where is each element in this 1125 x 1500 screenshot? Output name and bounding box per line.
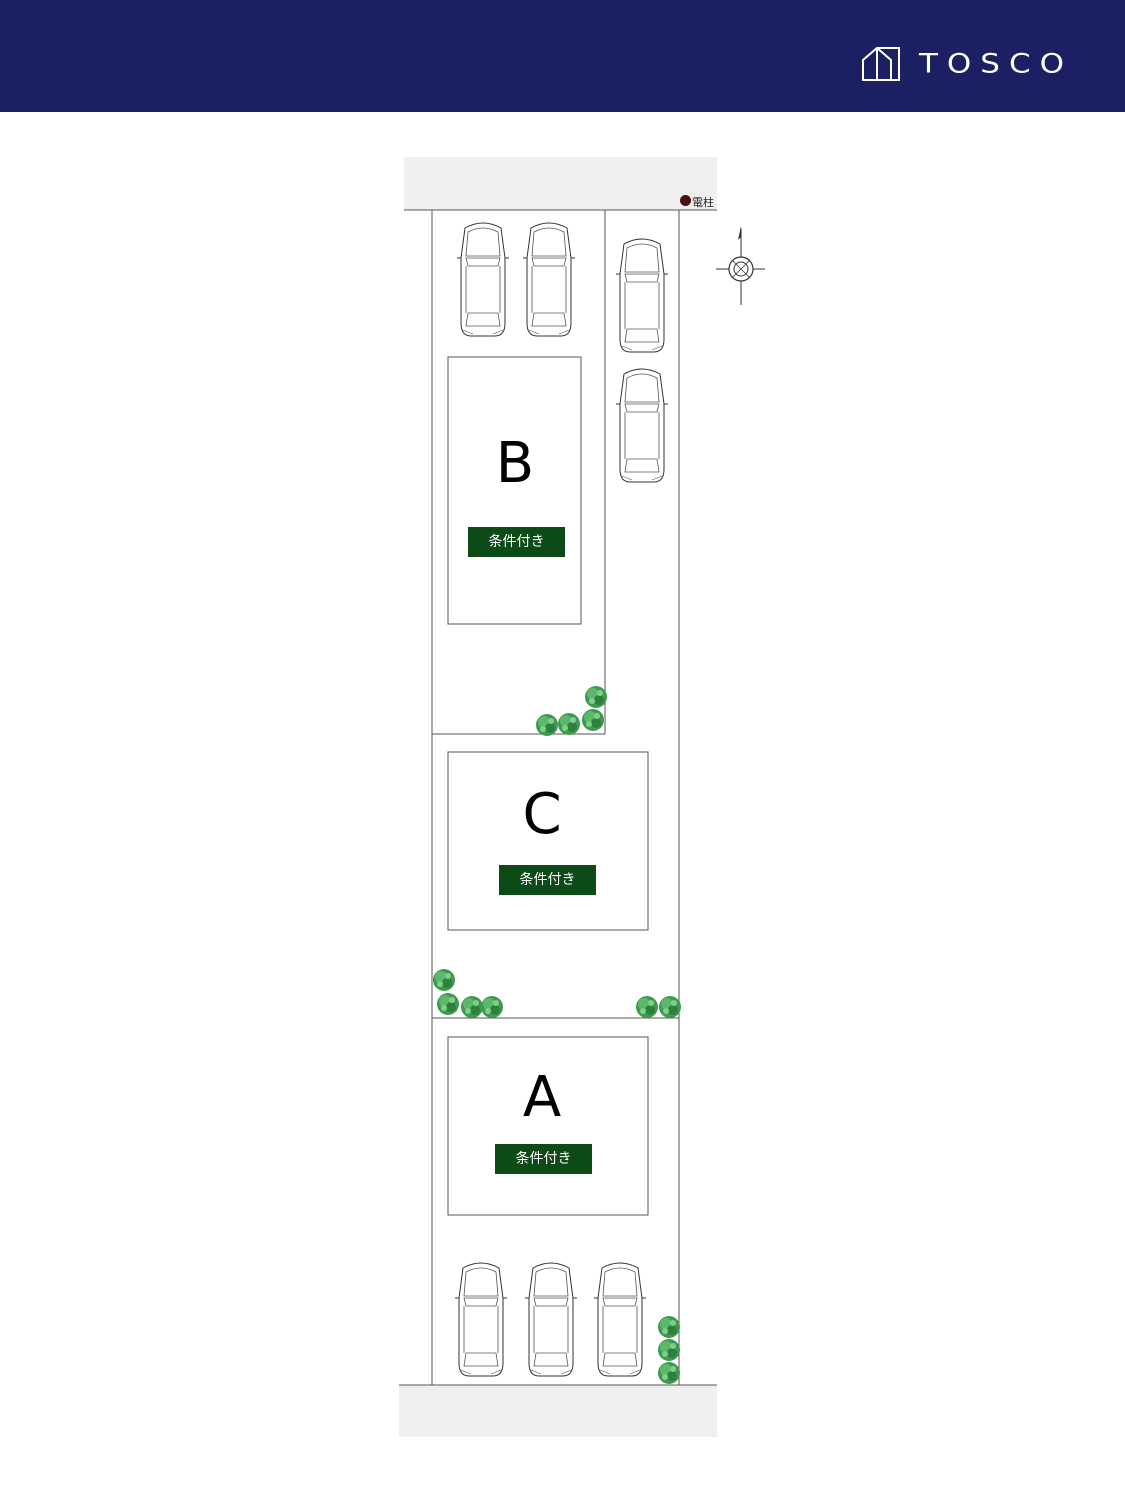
house-outline-icon (861, 46, 900, 81)
shrub (659, 996, 681, 1018)
utility-pole-label: 電柱 (692, 196, 714, 209)
utility-pole-marker (680, 195, 691, 206)
road-north (404, 157, 717, 210)
car-driveway-1 (615, 238, 669, 353)
shrub (481, 996, 503, 1018)
shrub (437, 993, 459, 1015)
car-driveway-2 (615, 368, 669, 483)
lot-c-badge: 条件付き (499, 865, 596, 895)
shrub (582, 709, 604, 731)
lot-c-label: C (522, 782, 562, 847)
lot-b-label: B (495, 431, 535, 496)
lot-b-badge: 条件付き (468, 527, 565, 557)
brand-logo[interactable]: TOSCO (861, 44, 1073, 84)
car-a-1 (454, 1262, 508, 1377)
lot-c-building (447, 751, 649, 931)
header-bar: TOSCO (0, 0, 1125, 112)
brand-name: TOSCO (918, 48, 1073, 80)
shrub (658, 1316, 680, 1338)
shrub (585, 686, 607, 708)
lot-a-label: A (522, 1065, 562, 1130)
car-b-1 (456, 222, 510, 337)
shrub (558, 713, 580, 735)
shrub (461, 996, 483, 1018)
shrub (433, 969, 455, 991)
shrub (536, 714, 558, 736)
road-south (399, 1385, 717, 1437)
car-a-2 (524, 1262, 578, 1377)
lot-b-building (447, 356, 582, 625)
lot-a-building (447, 1036, 649, 1216)
lot-a-badge: 条件付き (495, 1144, 592, 1174)
north-compass-icon (716, 226, 765, 305)
shrub (658, 1362, 680, 1384)
car-a-3 (593, 1262, 647, 1377)
shrub (636, 996, 658, 1018)
shrub (658, 1339, 680, 1361)
car-b-2 (522, 222, 576, 337)
